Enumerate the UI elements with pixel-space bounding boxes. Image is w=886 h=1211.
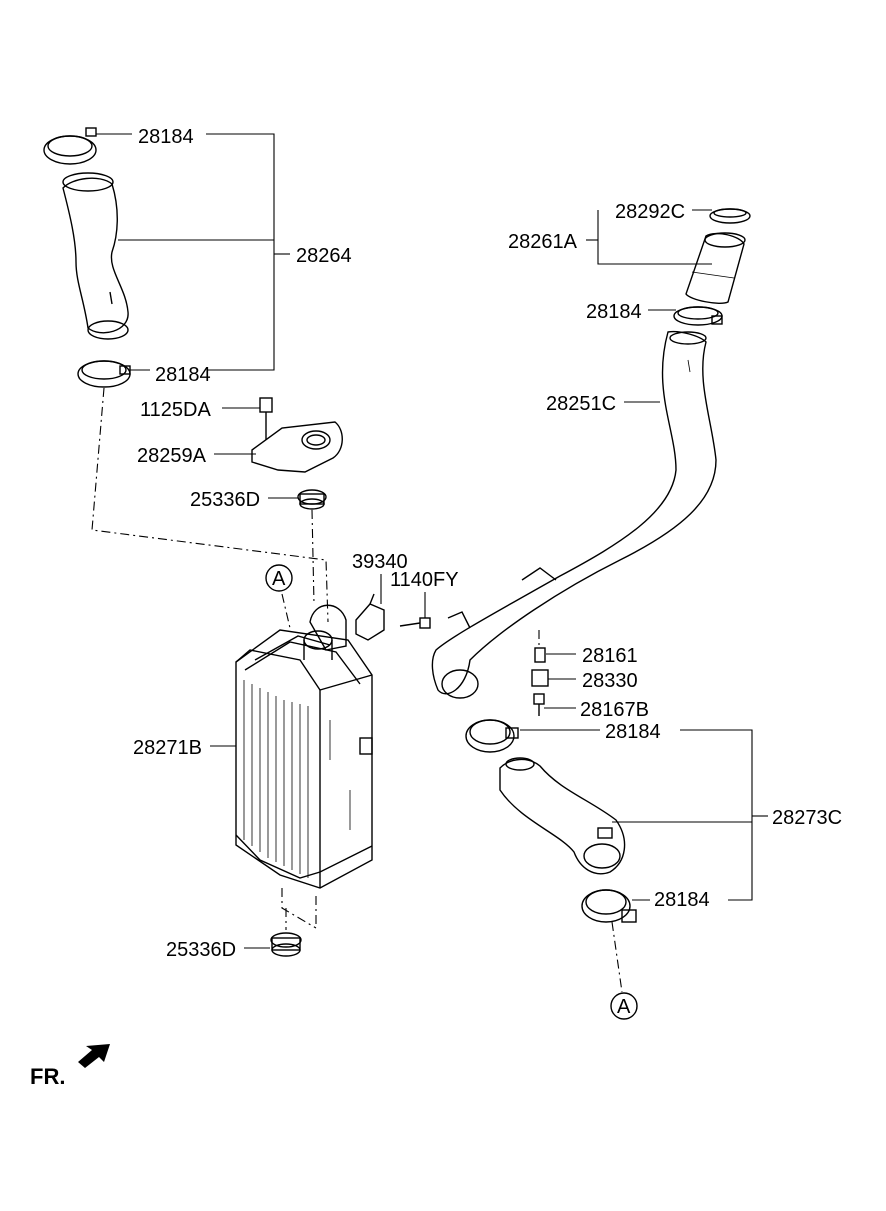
label-28161: 28161 xyxy=(582,645,638,667)
marker-a-left-circle xyxy=(265,564,293,592)
mid-clamp-28184 xyxy=(77,360,131,388)
marker-a-right: A xyxy=(617,996,631,1018)
dash-a-right xyxy=(611,921,623,993)
marker-a-right-circle xyxy=(610,992,638,1020)
label-28330: 28330 xyxy=(582,670,638,692)
bolt-28167B xyxy=(533,693,545,716)
sensor-39340 xyxy=(355,593,385,641)
bolt-1140FY xyxy=(399,617,431,629)
hose-28273C xyxy=(499,757,626,875)
label-28184-low1: 28184 xyxy=(605,721,661,743)
label-25336D-bottom: 25336D xyxy=(166,939,236,961)
clamp-28184-low1 xyxy=(465,719,519,753)
label-39340: 39340 xyxy=(352,551,408,573)
front-label: FR. xyxy=(30,1064,65,1089)
label-28259A: 28259A xyxy=(137,445,207,467)
clamp-28292C xyxy=(709,208,751,224)
label-28184-top: 28184 xyxy=(138,126,194,148)
label-1140FY: 1140FY xyxy=(390,569,459,591)
label-25336D-top: 25336D xyxy=(190,489,260,511)
label-28264: 28264 xyxy=(296,245,352,267)
label-28271B: 28271B xyxy=(133,737,202,759)
label-28292C: 28292C xyxy=(615,201,685,223)
dash-a-left xyxy=(281,593,291,629)
leader-lines xyxy=(96,133,768,949)
dash-mount-to-cooler xyxy=(311,509,315,605)
outlet-pipe xyxy=(309,604,347,651)
bushing-28161 xyxy=(534,647,546,663)
label-28184-right: 28184 xyxy=(586,301,642,323)
hose-28264 xyxy=(62,172,129,340)
label-28261A: 28261A xyxy=(508,231,578,253)
dash-bottom-mount xyxy=(281,888,317,930)
bushing-28330 xyxy=(531,669,549,687)
hose-28261A xyxy=(685,232,746,304)
grommet-25336D-top xyxy=(297,489,327,510)
label-28184-mid: 28184 xyxy=(155,364,211,386)
label-1125DA: 1125DA xyxy=(140,399,211,421)
clamp-28184-low2 xyxy=(581,889,637,923)
clamp-28184-right xyxy=(673,306,723,326)
pipe-28251C xyxy=(431,330,717,699)
grommet-25336D-bottom xyxy=(270,932,302,957)
bolt-1125DA xyxy=(259,397,273,440)
intercooler-28271B xyxy=(235,629,373,889)
label-28251C: 28251C xyxy=(546,393,616,415)
top-clamp-28184 xyxy=(43,127,97,165)
label-28273C: 28273C xyxy=(772,807,842,829)
bracket-28259A xyxy=(251,421,343,473)
label-28167B: 28167B xyxy=(580,699,649,721)
dash-hose-to-cooler xyxy=(91,387,329,623)
label-28184-low2: 28184 xyxy=(654,889,710,911)
marker-a-left: A xyxy=(272,568,286,590)
front-arrow-icon xyxy=(78,1044,110,1068)
